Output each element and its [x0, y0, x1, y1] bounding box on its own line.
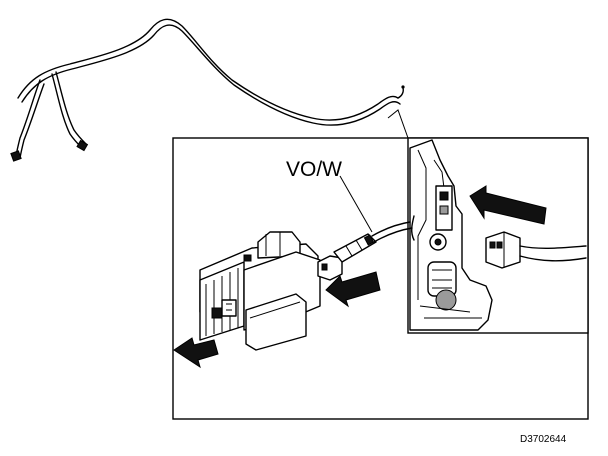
inset-view [407, 137, 589, 334]
wiring-harness [10, 18, 405, 162]
arrow-connect-icon [469, 185, 547, 225]
inset-plug [485, 231, 587, 269]
arrow-remove-icon [325, 271, 381, 308]
drawing-code: D3702644 [520, 434, 567, 445]
wire-color-label: VO/W [286, 158, 342, 181]
relay-block [173, 231, 343, 369]
callout-leader [387, 109, 409, 139]
arrow-insert-icon [173, 337, 219, 369]
terminal-wire [325, 175, 413, 308]
